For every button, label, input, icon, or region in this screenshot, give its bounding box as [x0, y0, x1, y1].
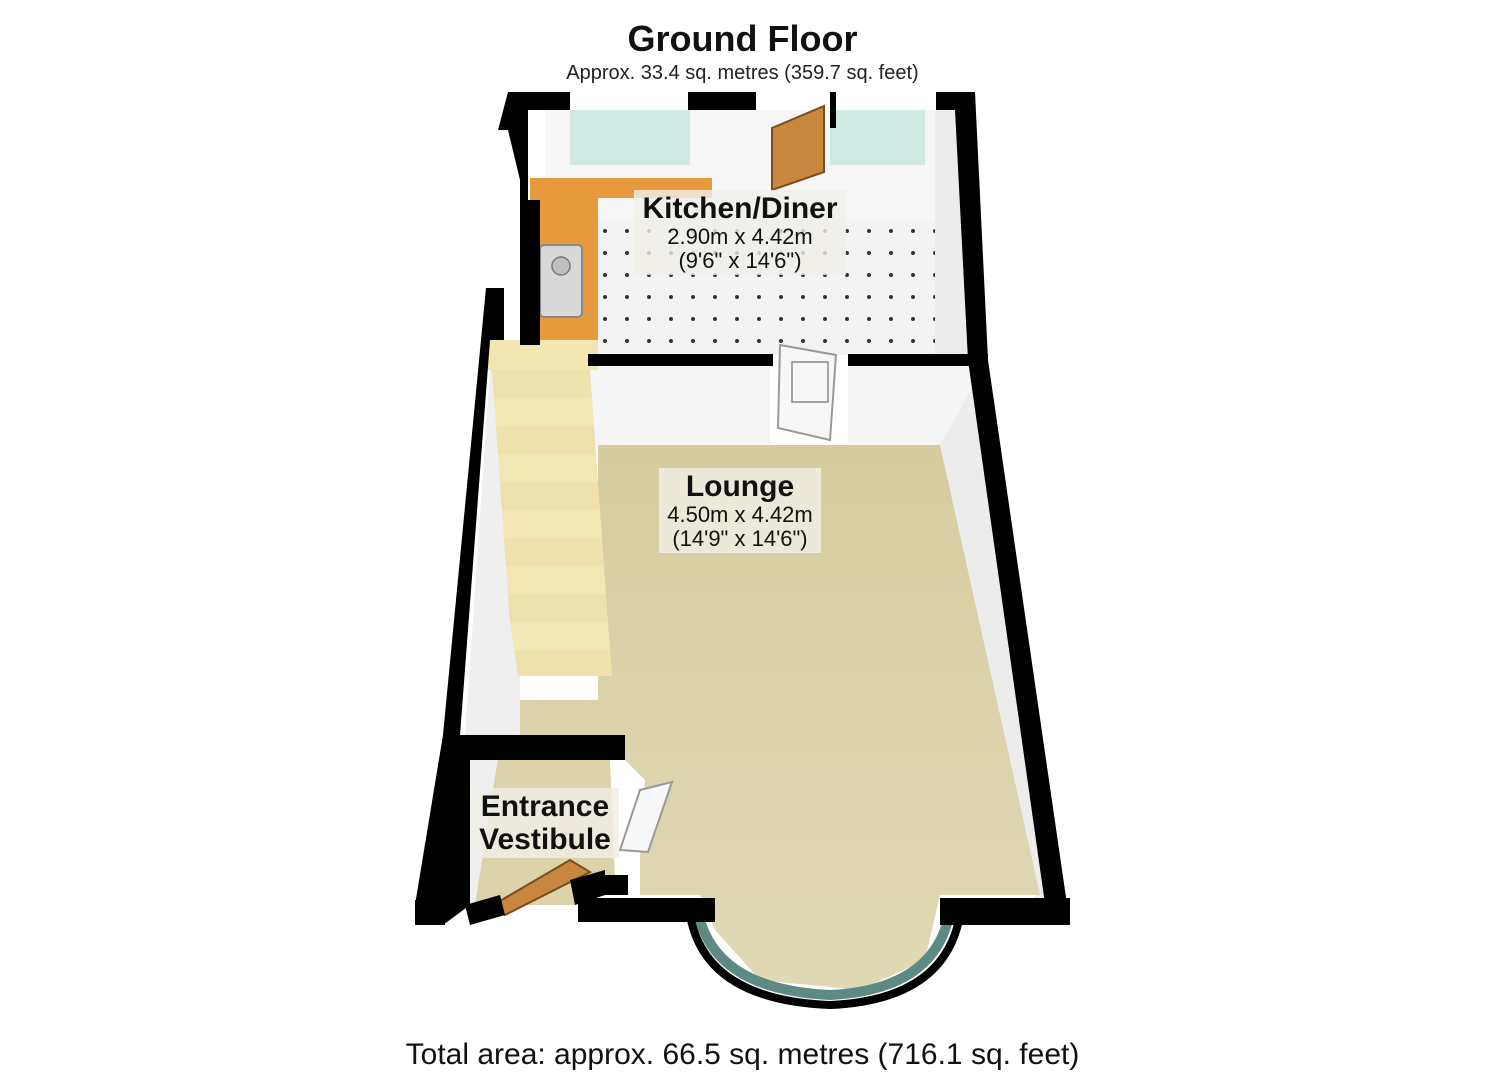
- vestibule-name-line1: Entrance: [480, 790, 610, 823]
- kitchen-window-left: [570, 110, 690, 165]
- kitchen-window-right: [830, 110, 925, 165]
- vestibule-door: [618, 780, 674, 854]
- lounge-imperial: (14'9" x 14'6"): [672, 526, 808, 552]
- outer-walls: [415, 92, 1070, 925]
- page-title: Ground Floor: [627, 18, 858, 59]
- back-door: [771, 104, 825, 192]
- bay-wall: [686, 914, 964, 1010]
- kitchen-imperial: (9'6" x 14'6"): [678, 248, 802, 274]
- lounge-back-wall: [588, 365, 770, 445]
- kitchen-sink: [539, 244, 583, 318]
- staircase: [488, 340, 612, 676]
- lounge-name: Lounge: [685, 470, 795, 503]
- vestibule-name-line2: Vestibule: [479, 823, 611, 856]
- kitchen-metric: 2.90m x 4.42m: [667, 224, 813, 249]
- lounge-metric: 4.50m x 4.42m: [667, 502, 813, 527]
- bay-window: [695, 918, 953, 1001]
- lounge-back-wall-right: [848, 365, 985, 445]
- lounge-floor: [520, 445, 1040, 990]
- lounge-label: Lounge 4.50m x 4.42m (14'9" x 14'6"): [610, 468, 870, 554]
- total-area: Total area: approx. 66.5 sq. metres (716…: [405, 1038, 1080, 1071]
- page-subtitle: Approx. 33.4 sq. metres (359.7 sq. feet): [566, 62, 919, 84]
- kitchen-name: Kitchen/Diner: [642, 192, 838, 225]
- kitchen-label: Kitchen/Diner 2.90m x 4.42m (9'6" x 14'6…: [600, 190, 880, 276]
- vestibule-label: Entrance Vestibule: [455, 788, 635, 858]
